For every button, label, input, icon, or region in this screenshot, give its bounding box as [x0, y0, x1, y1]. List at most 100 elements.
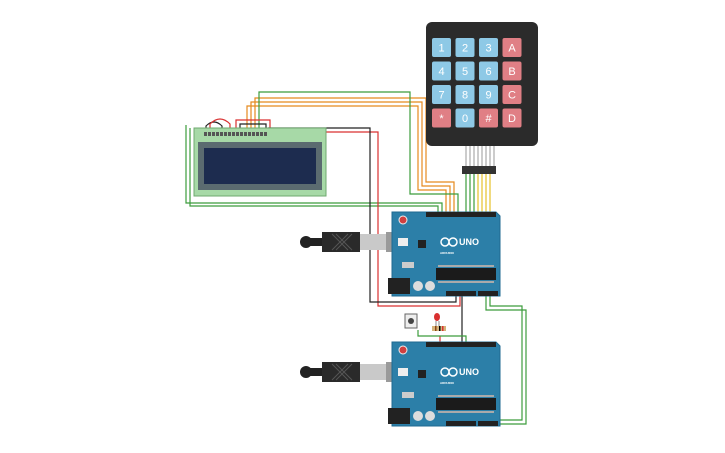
keypad-key-face	[455, 108, 475, 128]
capacitor-round-2	[425, 411, 435, 421]
lcd-16x2[interactable]	[193, 127, 327, 197]
keypad-key-face	[502, 85, 522, 104]
keypad-key-face	[502, 38, 522, 57]
atmega-pins	[438, 265, 494, 283]
keypad-key[interactable]: D	[502, 108, 522, 128]
power-jack	[388, 408, 410, 424]
crystal	[402, 392, 414, 398]
keypad-key-label: 6	[485, 66, 491, 78]
led-bulb	[434, 313, 440, 321]
keypad-key[interactable]: 8	[455, 85, 475, 104]
keypad-key-label: 8	[462, 90, 468, 102]
power-header	[446, 421, 476, 426]
keypad-key-label: *	[439, 113, 444, 125]
chip-small	[418, 240, 426, 248]
arduino-logo-icon	[440, 367, 458, 377]
atmega-pins	[438, 395, 494, 413]
keypad-key-face	[432, 108, 451, 128]
keypad-key[interactable]: 1	[432, 38, 451, 57]
atmega-chip	[436, 398, 496, 410]
keypad-key[interactable]: B	[502, 61, 522, 81]
reset-button-icon[interactable]	[398, 345, 408, 355]
wire-lcd-green-1[interactable]	[189, 128, 439, 214]
keypad-key-face	[455, 61, 475, 81]
keypad-key[interactable]: 5	[455, 61, 475, 81]
keypad-ribbon-pins	[465, 146, 495, 166]
keypad-key-face	[432, 85, 451, 104]
capacitor-round-1	[413, 281, 423, 291]
usb-plug-body	[322, 362, 360, 382]
wire-lcd-loop-red-2[interactable]	[235, 119, 271, 132]
keypad-key-label: A	[508, 43, 516, 55]
keypad-key[interactable]: 0	[455, 108, 475, 128]
arduino-uno-bottom[interactable]: UNO ARDUINO	[388, 341, 501, 427]
keypad-key[interactable]: *	[432, 108, 451, 128]
wire-green-3[interactable]	[258, 91, 459, 214]
keypad-key[interactable]: A	[502, 38, 522, 57]
keypad-key-face	[502, 108, 522, 128]
keypad-key[interactable]: #	[479, 108, 498, 128]
keypad-connector	[462, 166, 496, 174]
wire-lcd-green-2[interactable]	[185, 125, 443, 214]
analog-header	[478, 291, 498, 296]
usb-cable-wire	[306, 368, 324, 376]
wire-red-power[interactable]	[272, 131, 461, 307]
pushbutton[interactable]	[404, 313, 418, 329]
keypad-key-label: 2	[462, 43, 468, 55]
keypad-key[interactable]: C	[502, 85, 522, 104]
keypad-key[interactable]: 3	[479, 38, 498, 57]
keypad-key-label: #	[485, 113, 492, 125]
resistor	[432, 326, 446, 331]
keypad-key-label: 4	[438, 66, 444, 78]
keypad-key-label: C	[508, 90, 516, 102]
wire-green-btn[interactable]	[417, 330, 467, 344]
capacitor-round-2	[425, 281, 435, 291]
keypad-key[interactable]: 6	[479, 61, 498, 81]
capacitor-round-1	[413, 411, 423, 421]
keypad-key[interactable]: 4	[432, 61, 451, 81]
keypad-key[interactable]: 7	[432, 85, 451, 104]
usb-plug-body	[322, 232, 360, 252]
keypad-key-label: 9	[485, 90, 491, 102]
keypad-key-face	[479, 61, 498, 81]
keypad-key-label: 7	[438, 90, 444, 102]
keypad-key-label: 5	[462, 66, 468, 78]
keypad-key[interactable]: 9	[479, 85, 498, 104]
arduino-model-label: UNO	[459, 237, 479, 247]
reset-button-icon[interactable]	[398, 215, 408, 225]
wire-orange-2[interactable]	[250, 101, 451, 214]
keypad-key-face	[502, 61, 522, 81]
atmega-chip	[436, 268, 496, 280]
usb-cable-wire	[306, 238, 324, 246]
keypad-key[interactable]: 2	[455, 38, 475, 57]
power-header	[446, 291, 476, 296]
keypad-key-label: 3	[485, 43, 491, 55]
arduino-brand-label: ARDUINO	[440, 381, 455, 385]
usb-plug-metal	[360, 234, 388, 250]
wire-black-gnd[interactable]	[268, 127, 457, 303]
wire-serial-2[interactable]	[489, 296, 523, 421]
usb-plug-grip	[331, 363, 353, 381]
arduino-uno-top[interactable]: UNO ARDUINO	[388, 211, 501, 297]
power-jack	[388, 278, 410, 294]
analog-header	[478, 421, 498, 426]
keypad-key-label: 1	[438, 43, 444, 55]
chip-small	[418, 370, 426, 378]
keypad-key-label: D	[508, 113, 516, 125]
lcd-screen	[204, 148, 316, 184]
wire-serial-1[interactable]	[485, 296, 527, 425]
arduino-brand-label: ARDUINO	[440, 251, 455, 255]
wire-lcd-loop-black[interactable]	[205, 121, 223, 136]
keypad-key-face	[432, 38, 451, 57]
led-red[interactable]	[434, 313, 440, 326]
capacitor	[398, 368, 408, 376]
keypad-key-label: 0	[462, 113, 468, 125]
digital-header	[426, 342, 496, 347]
wire-lcd-loop-red[interactable]	[209, 118, 231, 136]
arduino-model-label: UNO	[459, 367, 479, 377]
keypad-key-face	[479, 108, 498, 128]
digital-header	[426, 212, 496, 217]
